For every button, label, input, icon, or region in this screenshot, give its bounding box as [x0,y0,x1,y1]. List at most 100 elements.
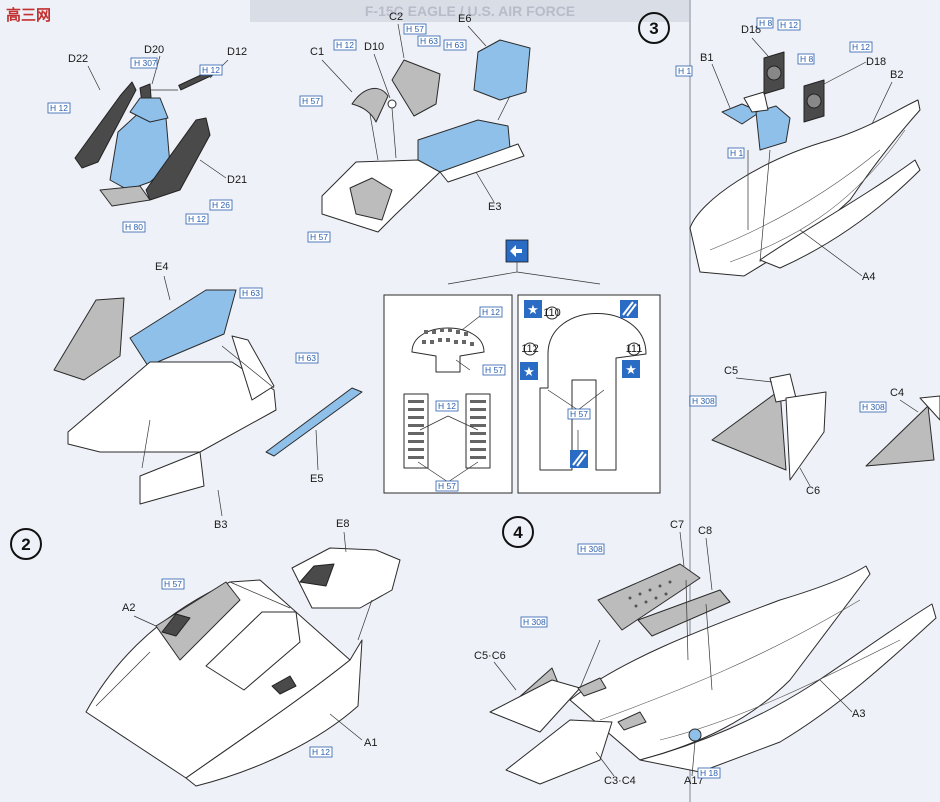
paint-callout: H 1 [675,65,693,77]
svg-text:H 12: H 12 [188,214,206,224]
svg-text:H 1: H 1 [730,148,744,158]
paint-callout: H 57 [403,23,427,35]
paint-callout: H 12 [333,39,357,51]
cockpit-tub-assembly [321,39,531,233]
svg-text:H 12: H 12 [336,40,354,50]
star-icon: ★ [523,365,535,380]
svg-text:H 57: H 57 [485,365,503,375]
paint-callout: H 8 [756,17,774,29]
paint-callout: H 308 [859,401,887,413]
svg-text:H 12: H 12 [202,65,220,75]
svg-text:H 57: H 57 [438,481,456,491]
part-label-C4: C4 [890,387,904,399]
paint-callout: H 18 [697,767,721,779]
svg-text:H 308: H 308 [862,402,885,412]
svg-text:H 12: H 12 [312,747,330,757]
paint-callout: H 57 [307,231,331,243]
decal-placement-diagram: ★ ★ ★ 110 112 111 [383,239,661,494]
part-label-B3: B3 [214,519,227,531]
svg-text:H 63: H 63 [242,288,260,298]
stripe-decal-icon [620,300,638,318]
part-label-C1: C1 [310,46,324,58]
part-label-E3: E3 [488,201,501,213]
step-4-fuselage [489,563,937,785]
step-number-badge [502,516,534,548]
part-label-B1: B1 [700,52,713,64]
paint-callout: H 57 [567,408,591,420]
svg-text:H 80: H 80 [125,222,143,232]
banner-text: F-15C EAGLE / U.S. AIR FORCE [365,3,575,19]
part-label-D18: D18 [866,56,886,68]
paint-callout: H 12 [47,102,71,114]
svg-text:H 12: H 12 [482,307,500,317]
paint-callout: H 26 [209,199,233,211]
part-label-A3: A3 [852,708,865,720]
paint-callout: H 63 [239,287,263,299]
part-label-D12: D12 [227,46,247,58]
paint-callout: H 307 [130,57,158,69]
step-number: 2 [21,535,30,554]
svg-text:H 57: H 57 [570,409,588,419]
decal-number: 110 [543,307,561,319]
svg-text:H 57: H 57 [302,96,320,106]
side-console-assembly [53,289,363,505]
paint-callout: H 12 [479,306,503,318]
step-number: 4 [513,523,523,542]
part-label-C8: C8 [698,525,712,537]
step-2-nose-section [85,547,401,787]
paint-callout: H 63 [443,39,467,51]
svg-text:H 12: H 12 [780,20,798,30]
paint-callout: H 63 [417,35,441,47]
paint-callout: H 63 [295,352,319,364]
paint-callout: H 12 [309,746,333,758]
svg-text:H 63: H 63 [446,40,464,50]
part-label-E5: E5 [310,473,323,485]
part-label-A1: A1 [364,737,377,749]
svg-text:H 57: H 57 [164,579,182,589]
part-label-D18: D18 [741,24,761,36]
part-label-C5: C5 [724,365,738,377]
header-banner: F-15C EAGLE / U.S. AIR FORCE [250,0,690,22]
paint-callout: H 12 [849,41,873,53]
part-label-C5-C6: C5·C6 [474,650,506,662]
ejection-seat-assembly [74,70,213,207]
intake-fan-icon [763,51,825,123]
part-label-B2: B2 [890,69,903,81]
part-label-D22: D22 [68,53,88,65]
part-label-E8: E8 [336,518,349,530]
svg-text:H 18: H 18 [700,768,718,778]
svg-text:H 308: H 308 [692,396,715,406]
intake-ramps [711,373,940,481]
star-icon: ★ [625,363,637,378]
paint-callout: H 57 [482,364,506,376]
decal-number: 111 [626,343,643,355]
paint-callout: H 80 [122,221,146,233]
svg-text:H 1: H 1 [678,66,692,76]
part-label-D20: D20 [144,44,164,56]
watermark: 高三网 [6,6,51,24]
svg-text:H 308: H 308 [523,617,546,627]
step-number: 3 [649,19,658,38]
step-number-badge [10,528,42,560]
part-label-A2: A2 [122,602,135,614]
paint-callout: H 12 [435,400,459,412]
paint-callout: H 308 [520,616,548,628]
svg-text:H 57: H 57 [310,232,328,242]
part-label-C6: C6 [806,485,820,497]
part-label-C7: C7 [670,519,684,531]
paint-callout: H 57 [435,480,459,492]
decal-number: 112 [521,343,539,355]
svg-text:H 8: H 8 [759,18,773,28]
star-icon: ★ [527,303,539,318]
paint-callout: H 57 [161,578,185,590]
paint-callout: H 12 [777,19,801,31]
part-label-D21: D21 [227,174,247,186]
svg-text:H 57: H 57 [406,24,424,34]
svg-text:H 307: H 307 [134,58,157,68]
part-label-E4: E4 [155,261,168,273]
svg-text:H 63: H 63 [298,353,316,363]
paint-callout: H 12 [199,64,223,76]
part-label-D10: D10 [364,41,384,53]
step-number-badge [638,12,670,44]
